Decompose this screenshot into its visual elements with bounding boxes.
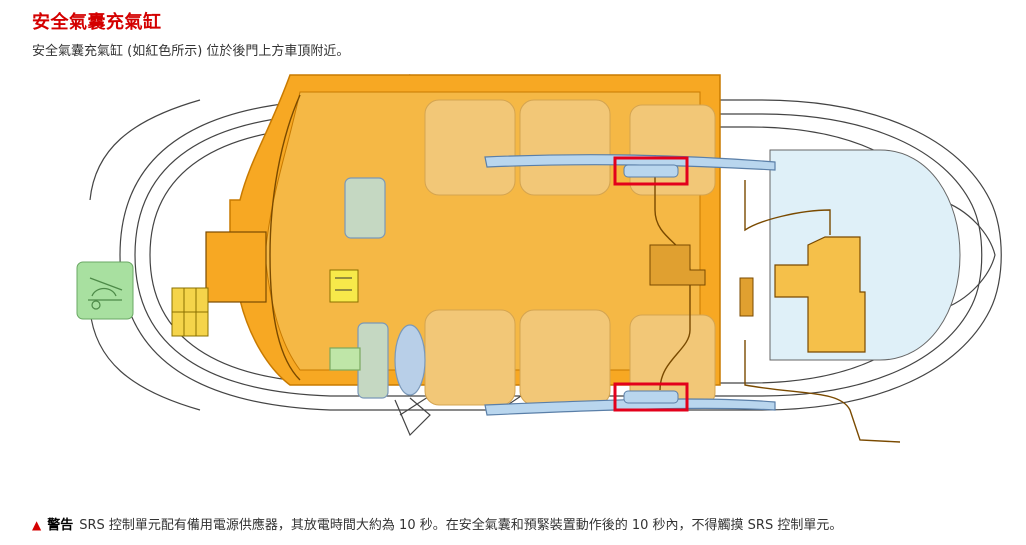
front-seat-parts [329,177,426,399]
curtain-airbags [484,154,776,416]
warning-triangle-icon: ▲ [32,518,42,532]
warning-note: ▲ 警告 SRS 控制單元配有備用電源供應器，其放電時間大約為 10 秒。在安全氣囊… [32,514,842,533]
warning-label: 警告 [47,518,74,533]
srs-sensor-icon [329,269,359,303]
seats [424,99,716,406]
airbag-inflator-diagram [76,73,1002,443]
page-description: 安全氣囊充氣缸 (如紅色所示) 位於後門上方車頂附近。 [32,44,350,59]
hood-release-icon [76,261,134,320]
warning-text: SRS 控制單元配有備用電源供應器，其放電時間大約為 10 秒。在安全氣囊和預緊… [79,518,843,533]
rear-seat-module [649,244,706,286]
inflator-left [613,156,689,186]
page-title: 安全氣囊充氣缸 [32,12,162,33]
inflator-right [613,382,689,412]
front-control-module [205,231,267,303]
fuse-connectors [171,287,209,337]
rear-module [774,236,866,353]
connector-block [739,277,754,317]
